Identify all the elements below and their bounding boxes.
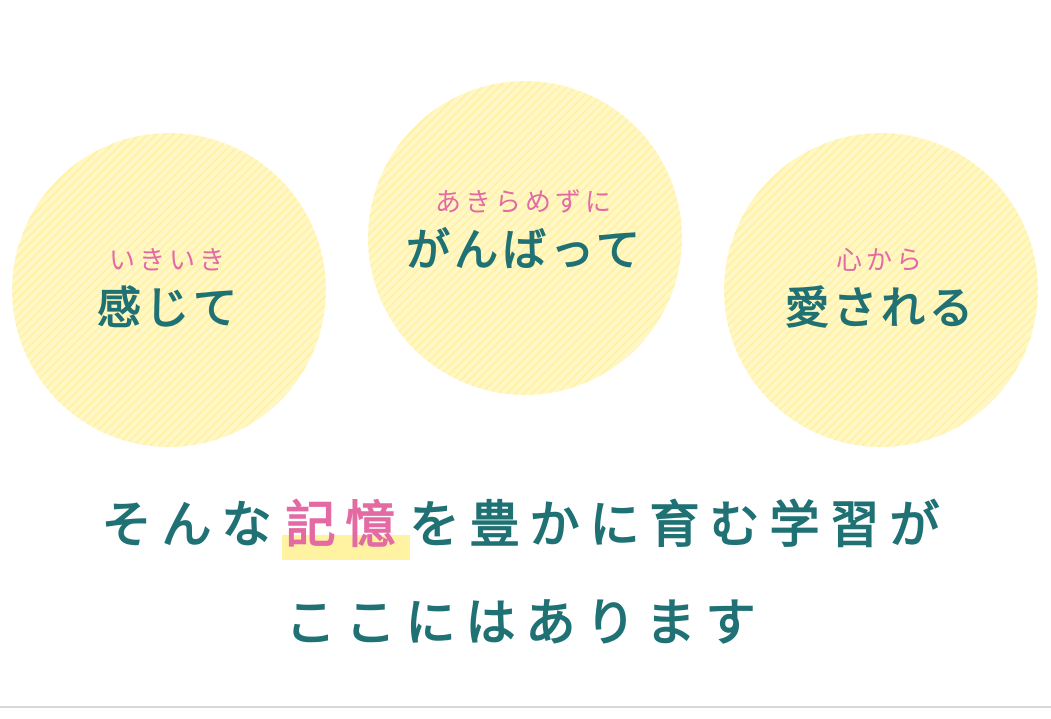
circle-persevere-title: がんばって: [406, 225, 644, 277]
headline-line-1: そんな記憶を豊かに育む学習が: [0, 490, 1051, 560]
circle-loved: 心から 愛される: [724, 133, 1038, 447]
circle-loved-title: 愛される: [785, 283, 977, 335]
headline-highlight-memory: 記憶: [281, 490, 410, 560]
circle-persevere-subtitle: あきらめずに: [434, 188, 615, 219]
headline-suffix: を豊かに育む学習が: [409, 496, 950, 554]
headline-prefix: そんな: [101, 496, 282, 554]
circle-persevere: あきらめずに がんばって: [368, 81, 682, 395]
circle-feel-subtitle: いきいき: [108, 246, 229, 277]
headline-line-2: ここにはあります: [285, 594, 766, 652]
circle-loved-subtitle: 心から: [835, 246, 926, 277]
circle-feel-title: 感じて: [97, 283, 241, 335]
bottom-divider: [0, 706, 1051, 708]
circle-feel: いきいき 感じて: [12, 133, 326, 447]
